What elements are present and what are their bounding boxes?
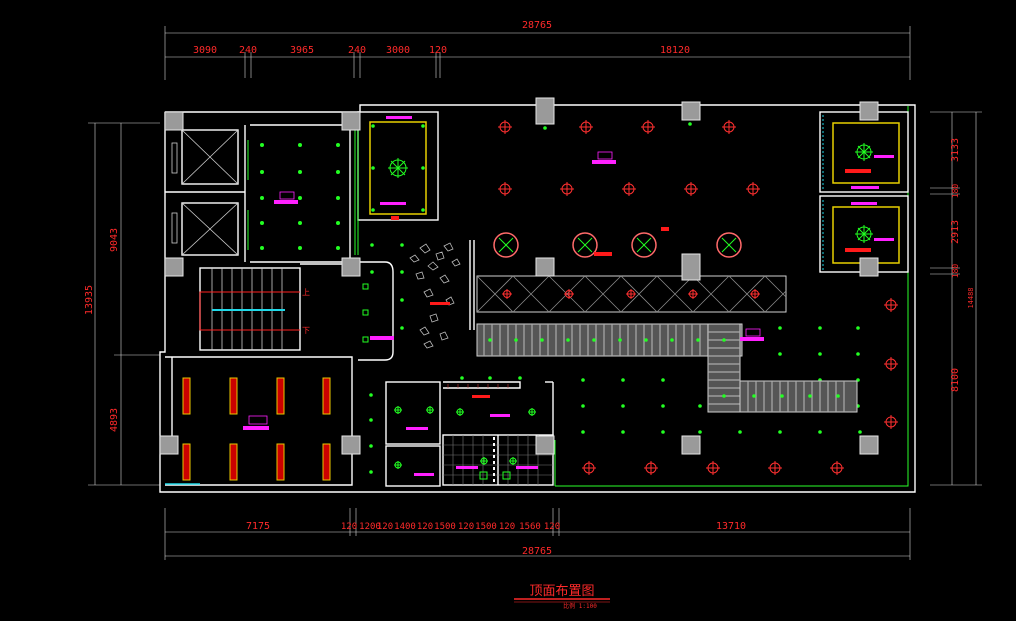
bottom-dim-8: 120 [458,522,474,532]
bottom-dim-4: 120 [377,522,393,532]
bottom-dimension-chain: 7175 120 1200 120 1400 120 1500 120 1500… [164,508,911,560]
drawing-scale: 比例 1:100 [563,602,597,610]
right-dim-2: 180 [951,184,960,199]
right-dim-1: 3133 [950,138,961,162]
right-dimension-chain: 3133 180 2913 180 8100 14488 [930,111,982,486]
top-dimension-chain: 28765 3090 240 3965 240 3000 120 18120 [164,20,911,80]
bottom-dim-6: 120 [417,522,433,532]
stair-down-label: 下 [302,326,310,335]
left-dimension-chain: 13935 9043 4893 [84,122,160,486]
restrooms-block [385,376,554,487]
right-total-dim: 14488 [967,287,975,308]
bottom-total-dim: 28765 [522,546,552,557]
bottom-dim-2: 120 [341,522,357,532]
bottom-dim-7: 1500 [434,522,456,532]
bottom-dim-13: 13710 [716,521,746,532]
diamond-soffit [476,275,787,313]
bottom-dim-5: 1400 [394,522,416,532]
right-dim-4: 180 [951,264,960,279]
structural-columns [159,97,879,455]
drawing-title: 顶面布置图 [529,584,594,599]
hall-pendant-lamps [498,120,898,475]
central-foyer [354,111,439,361]
title-block: 顶面布置图 比例 1:100 [514,584,610,610]
top-dim-5: 3000 [386,45,410,56]
stair-well: 上 下 [199,267,310,351]
lobby-room [250,124,351,265]
office-room-bottom-left [165,356,353,486]
chandeliers [493,227,742,258]
top-dim-2: 240 [239,45,257,56]
elevator-shafts [165,125,249,262]
top-dim-1: 3090 [193,45,217,56]
private-room-upper [819,111,909,193]
top-dim-3: 3965 [290,45,314,56]
right-dim-3: 2913 [950,220,961,244]
bottom-dim-12: 120 [544,522,560,532]
hall-downlights [369,122,862,474]
left-dim-1: 9043 [109,228,120,252]
top-dim-7: 18120 [660,45,690,56]
stair-up-label: 上 [302,288,310,297]
top-total-dim: 28765 [522,20,552,31]
bottom-dim-9: 1500 [475,522,497,532]
top-dim-6: 120 [429,45,447,56]
right-dim-5: 8100 [950,368,961,392]
private-room-lower [819,195,909,273]
bottom-dim-10: 120 [499,522,515,532]
bottom-dim-3: 1200 [359,522,381,532]
reception-feature [409,242,461,349]
left-dim-2: 4893 [109,408,120,432]
outer-walls [159,104,916,493]
grille-ceiling [476,323,858,413]
top-dim-4: 240 [348,45,366,56]
bottom-dim-11: 1560 [519,522,541,532]
bottom-dim-1: 7175 [246,521,270,532]
left-total-dim: 13935 [84,285,95,315]
